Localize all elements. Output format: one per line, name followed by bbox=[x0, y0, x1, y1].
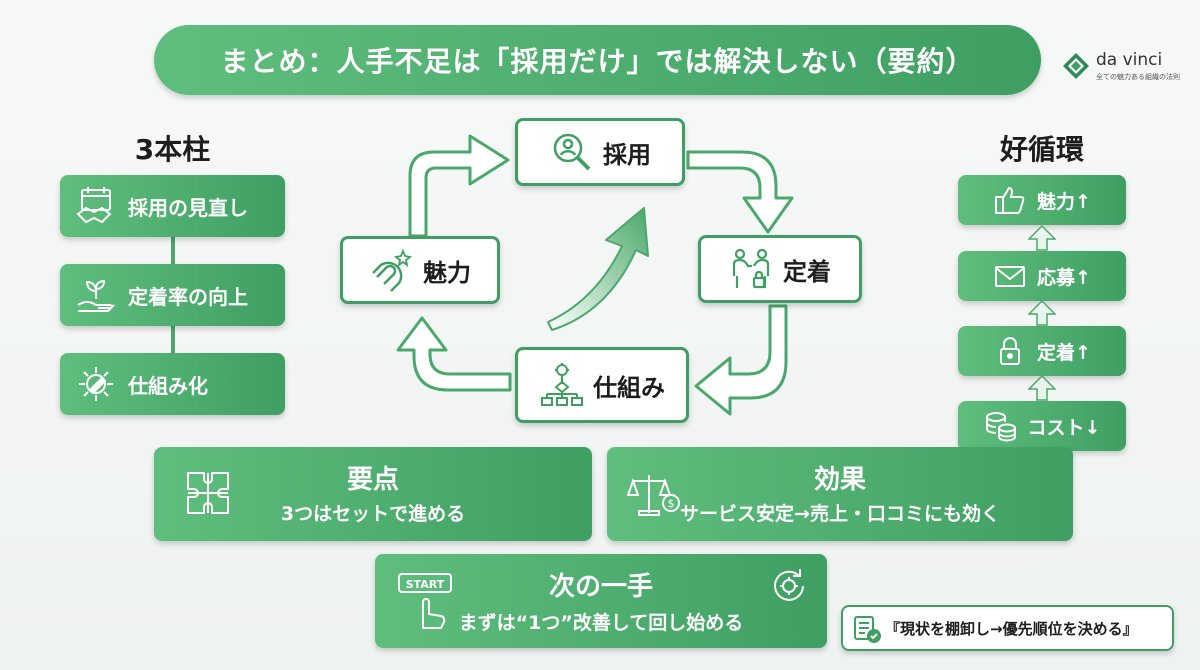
refresh-gear-icon bbox=[774, 569, 804, 601]
logo-mark-icon bbox=[1063, 53, 1089, 79]
cycle-node-appeal: 魅力 bbox=[340, 236, 500, 304]
loop-item-cost: コスト↓ bbox=[958, 401, 1126, 451]
up-arrow-icon bbox=[1028, 300, 1056, 326]
start-button-icon: START bbox=[398, 573, 452, 629]
loop-label: 定着↑ bbox=[1037, 341, 1091, 364]
flowchart-gear-icon bbox=[541, 363, 583, 406]
puzzle-icon bbox=[187, 472, 229, 514]
handshake-icon bbox=[76, 187, 112, 224]
loop-label: 魅力↑ bbox=[1037, 190, 1091, 213]
arrow-recruit-to-retain bbox=[686, 150, 794, 234]
coins-icon bbox=[985, 412, 1016, 442]
pillar-label: 採用の見直し bbox=[128, 195, 248, 220]
arrow-appeal-to-recruit bbox=[408, 134, 510, 238]
scale-coin-icon: $ bbox=[627, 475, 680, 516]
cycle-node-system: 仕組み bbox=[515, 347, 689, 423]
loop-item-appeal: 魅力↑ bbox=[958, 175, 1126, 225]
loop-heading: 好循環 bbox=[999, 133, 1084, 166]
up-arrow-icon bbox=[1028, 225, 1056, 251]
card-key-points: 要点 3つはセットで進める bbox=[154, 447, 592, 541]
cycle-node-label: 魅力 bbox=[423, 258, 471, 287]
cycle-node-recruit: 採用 bbox=[515, 118, 685, 186]
loop-label: 応募↑ bbox=[1037, 266, 1091, 289]
pillar-systemize: 仕組み化 bbox=[60, 353, 285, 415]
magnet-sparkle-icon bbox=[372, 248, 413, 292]
cycle-node-label: 仕組み bbox=[593, 373, 665, 402]
logo-name: da vinci bbox=[1096, 50, 1163, 70]
checklist-icon bbox=[854, 616, 881, 643]
card-subtitle: サービス安定→売上・口コミにも効く bbox=[680, 503, 1000, 525]
pillar-label: 定着率の向上 bbox=[128, 284, 248, 309]
page-title: まとめ：人手不足は「採用だけ」では解決しない（要約） bbox=[154, 25, 1041, 95]
card-subtitle: 3つはセットで進める bbox=[280, 503, 466, 525]
card-subtitle: まずは“1つ”改善して回し始める bbox=[458, 612, 744, 634]
pillar-retention: 定着率の向上 bbox=[60, 264, 285, 326]
note-text: 『現状を棚卸し→優先順位を決める』 bbox=[885, 619, 1138, 638]
thumbs-up-icon bbox=[995, 186, 1025, 214]
card-next-step: START 次の一手 まずは“1つ”改善して回し始める bbox=[375, 554, 827, 648]
mail-icon bbox=[995, 266, 1026, 287]
people-lock-icon bbox=[732, 248, 770, 289]
card-title: 効果 bbox=[813, 465, 866, 495]
arrow-system-to-appeal bbox=[396, 316, 512, 392]
card-effects: $ 効果 サービス安定→売上・口コミにも効く bbox=[607, 447, 1073, 541]
gear-wrench-icon bbox=[79, 367, 113, 401]
pillars-heading: 3本柱 bbox=[134, 133, 211, 166]
growth-arrow bbox=[547, 207, 649, 331]
action-note: 『現状を棚卸し→優先順位を決める』 bbox=[841, 605, 1174, 651]
card-title: 次の一手 bbox=[548, 572, 653, 602]
magnifier-person-icon bbox=[553, 133, 591, 171]
cycle-node-retain: 定着 bbox=[698, 235, 862, 303]
pillar-recruit-review: 採用の見直し bbox=[60, 175, 285, 237]
cycle-node-label: 定着 bbox=[783, 257, 831, 286]
pillar-label: 仕組み化 bbox=[128, 373, 208, 398]
loop-label: コスト↓ bbox=[1027, 416, 1101, 439]
arrow-retain-to-system bbox=[694, 304, 788, 416]
up-arrow-icon bbox=[1028, 375, 1056, 401]
loop-item-retention: 定着↑ bbox=[958, 326, 1126, 376]
logo-tagline: 全ての魅力ある組織の法則 bbox=[1096, 73, 1180, 81]
cycle-node-label: 採用 bbox=[603, 140, 651, 169]
sprout-hand-icon bbox=[77, 279, 115, 312]
start-label: START bbox=[406, 578, 445, 591]
card-title: 要点 bbox=[346, 465, 399, 495]
loop-item-applications: 応募↑ bbox=[958, 251, 1126, 301]
svg-text:$: $ bbox=[668, 497, 675, 510]
logo: da vinci 全ての魅力ある組織の法則 bbox=[1062, 46, 1192, 86]
lock-icon bbox=[1000, 337, 1021, 365]
